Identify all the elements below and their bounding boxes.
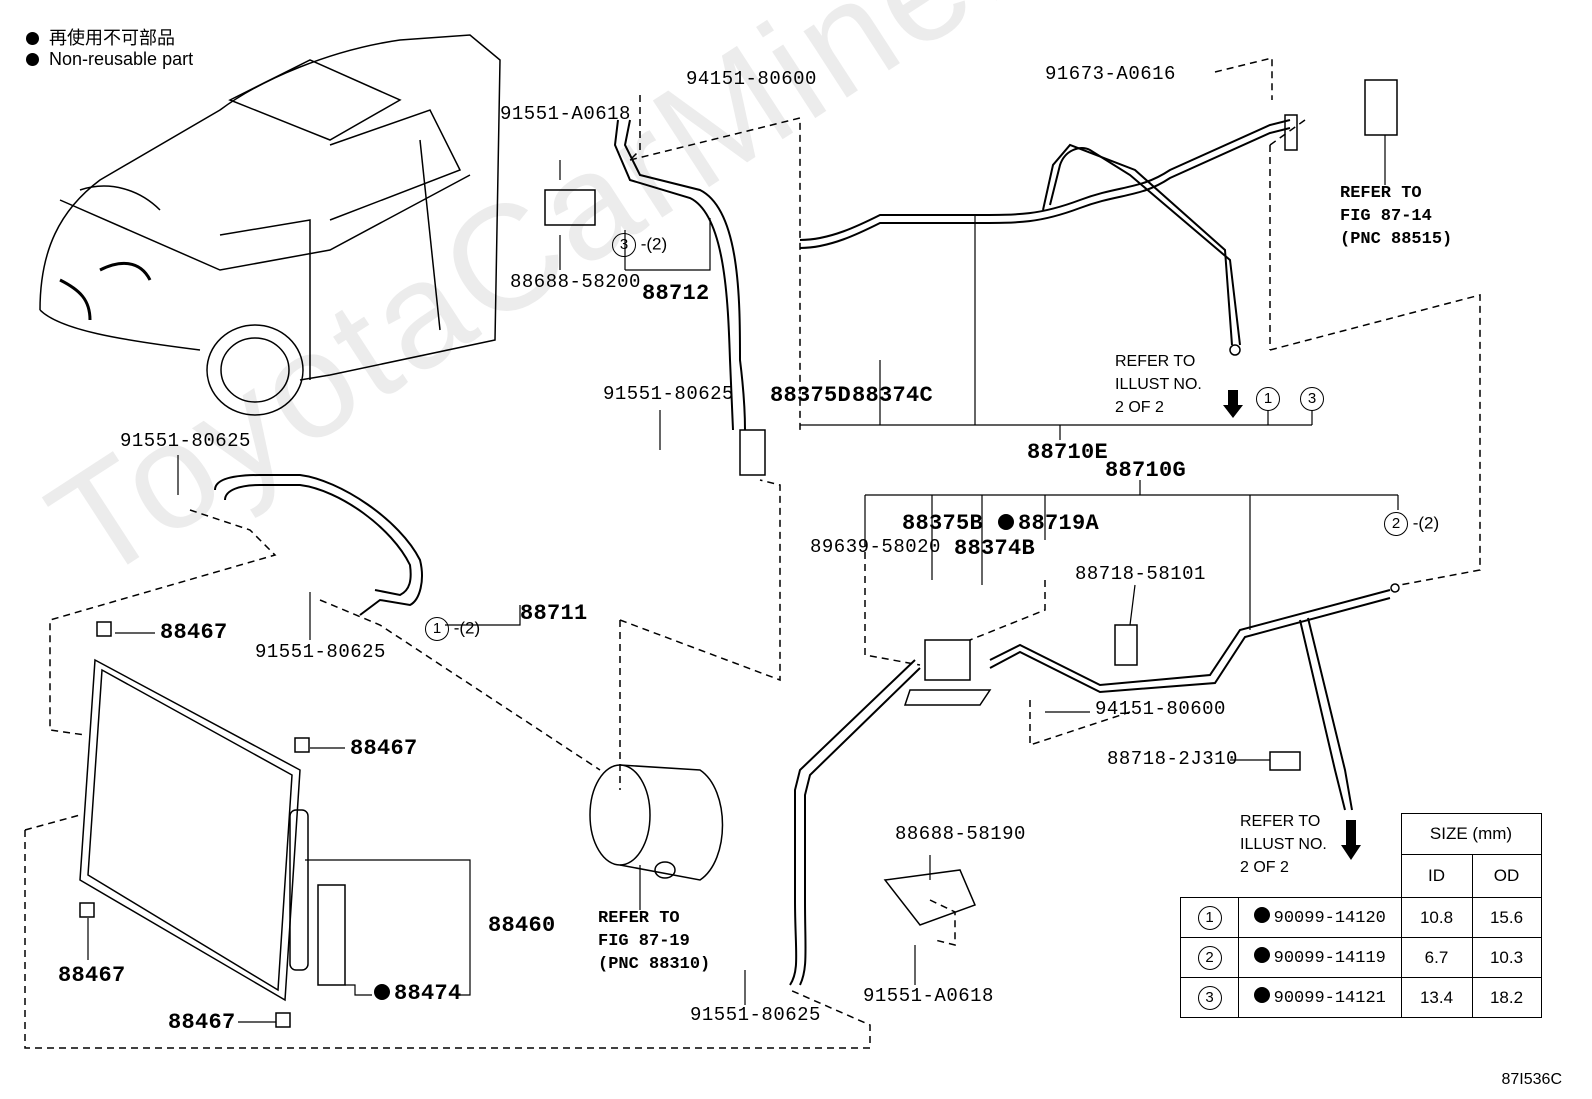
row-id: 10.8 <box>1400 897 1473 938</box>
part-91551-80625-mid[interactable]: 91551-80625 <box>603 383 734 405</box>
part-88718-58101[interactable]: 88718-58101 <box>1075 563 1206 585</box>
nonreusable-dot-icon <box>374 984 390 1000</box>
legend-item-nonreusable: Non-reusable part <box>26 49 193 70</box>
part-91551-a0618-top[interactable]: 91551-A0618 <box>500 103 631 125</box>
legend-text: 再使用不可部品 <box>49 28 175 48</box>
refer-illust-top[interactable]: REFER TO ILLUST NO. 2 OF 2 <box>1115 353 1202 416</box>
dashed-leaders <box>24 57 1481 1049</box>
row-od: 15.6 <box>1471 897 1542 938</box>
refer-fig-87-19[interactable]: REFER TO FIG 87-19 (PNC 88310) <box>598 909 711 974</box>
circle-number-icon: 2 <box>1197 945 1222 970</box>
callout-ring-3-right[interactable]: 3 <box>1300 387 1324 411</box>
part-88710g[interactable]: 88710G <box>1105 458 1187 483</box>
part-88467-c[interactable]: 88467 <box>58 963 126 988</box>
part-91551-80625-bottom[interactable]: 91551-80625 <box>690 1004 821 1026</box>
legend-item-japanese: 再使用不可部品 <box>26 24 175 50</box>
callout-ring-1[interactable]: 1 -(2) <box>425 617 480 641</box>
part-88375b[interactable]: 88375B <box>902 511 984 536</box>
part-88460[interactable]: 88460 <box>488 913 556 938</box>
part-94151-80600-top[interactable]: 94151-80600 <box>686 68 817 90</box>
callout-ring-2[interactable]: 2 -(2) <box>1384 512 1439 536</box>
part-91673-a0616[interactable]: 91673-A0616 <box>1045 63 1176 85</box>
part-88467-b[interactable]: 88467 <box>350 736 418 761</box>
circle-number-icon: 1 <box>425 617 449 641</box>
size-table: SIZE (mm) ID OD 1 90099-14120 10.8 15.6 … <box>1180 813 1542 1018</box>
part-number: 90099-14119 <box>1273 949 1386 968</box>
row-id: 6.7 <box>1400 937 1473 978</box>
quantity: -(2) <box>640 234 668 254</box>
callout-ring-1-right[interactable]: 1 <box>1256 387 1280 411</box>
part-88719a[interactable]: 88719A <box>998 513 1099 535</box>
id-header: ID <box>1400 854 1473 898</box>
circle-number-icon: 1 <box>1197 905 1222 930</box>
quantity: -(2) <box>1412 513 1440 533</box>
size-header: SIZE (mm) <box>1400 813 1542 855</box>
legend-text: Non-reusable part <box>49 49 194 69</box>
part-91551-80625-low[interactable]: 91551-80625 <box>255 641 386 663</box>
table-row: 2 90099-14119 6.7 10.3 <box>1180 937 1542 978</box>
bullet-icon <box>26 53 39 66</box>
condenser <box>79 658 346 1002</box>
circle-number-icon: 3 <box>612 233 636 257</box>
table-row: 3 90099-14121 13.4 18.2 <box>1180 977 1542 1018</box>
part-88710e[interactable]: 88710E <box>1027 440 1109 465</box>
nonreusable-dot-icon <box>1253 947 1270 963</box>
diagram-code: 87I536C <box>1501 1071 1563 1088</box>
row-part-number[interactable]: 90099-14121 <box>1238 977 1402 1018</box>
vehicle-outline <box>39 34 501 416</box>
nonreusable-dot-icon <box>1253 907 1270 923</box>
part-88688-58190[interactable]: 88688-58190 <box>895 823 1026 845</box>
row-od: 18.2 <box>1471 977 1542 1018</box>
circle-number-icon: 3 <box>1300 387 1324 411</box>
part-number: 88474 <box>394 981 462 1006</box>
part-91551-a0618-low[interactable]: 91551-A0618 <box>863 985 994 1007</box>
bullet-icon <box>26 32 39 45</box>
circle-number-icon: 2 <box>1384 512 1408 536</box>
part-88474[interactable]: 88474 <box>374 983 462 1005</box>
arrows <box>1223 390 1361 860</box>
part-number: 90099-14120 <box>1273 909 1386 928</box>
compressor <box>589 764 724 881</box>
part-88374c[interactable]: 88374C <box>852 383 934 408</box>
part-number: 90099-14121 <box>1273 989 1386 1008</box>
part-94151-80600-low[interactable]: 94151-80600 <box>1095 698 1226 720</box>
part-88718-2j310[interactable]: 88718-2J310 <box>1107 748 1238 770</box>
table-row: 1 90099-14120 10.8 15.6 <box>1180 897 1542 938</box>
nonreusable-dot-icon <box>1253 987 1270 1003</box>
part-89639-58020[interactable]: 89639-58020 <box>810 536 941 558</box>
part-number: 88719A <box>1018 511 1100 536</box>
part-88467-a[interactable]: 88467 <box>160 620 228 645</box>
row-part-number[interactable]: 90099-14120 <box>1238 897 1402 938</box>
callout-ring-3[interactable]: 3 -(2) <box>612 233 667 257</box>
part-88467-d[interactable]: 88467 <box>168 1010 236 1035</box>
row-id: 13.4 <box>1400 977 1473 1018</box>
pipes <box>214 119 1391 986</box>
nonreusable-dot-icon <box>998 514 1014 530</box>
row-od: 10.3 <box>1471 937 1542 978</box>
part-88711[interactable]: 88711 <box>520 601 588 626</box>
refer-illust-bottom[interactable]: REFER TO ILLUST NO. 2 OF 2 <box>1240 813 1327 876</box>
part-88374b[interactable]: 88374B <box>954 536 1036 561</box>
circle-number-icon: 3 <box>1197 985 1222 1010</box>
row-part-number[interactable]: 90099-14119 <box>1238 937 1402 978</box>
leader-lines <box>87 135 1399 1023</box>
part-88688-58200[interactable]: 88688-58200 <box>510 271 641 293</box>
refer-fig-87-14[interactable]: REFER TO FIG 87-14 (PNC 88515) <box>1340 184 1453 249</box>
part-88712[interactable]: 88712 <box>642 281 710 306</box>
components <box>79 79 1400 1028</box>
circle-number-icon: 1 <box>1256 387 1280 411</box>
part-91551-80625-left[interactable]: 91551-80625 <box>120 430 251 452</box>
quantity: -(2) <box>453 618 481 638</box>
od-header: OD <box>1471 854 1542 898</box>
part-88375d[interactable]: 88375D <box>770 383 852 408</box>
